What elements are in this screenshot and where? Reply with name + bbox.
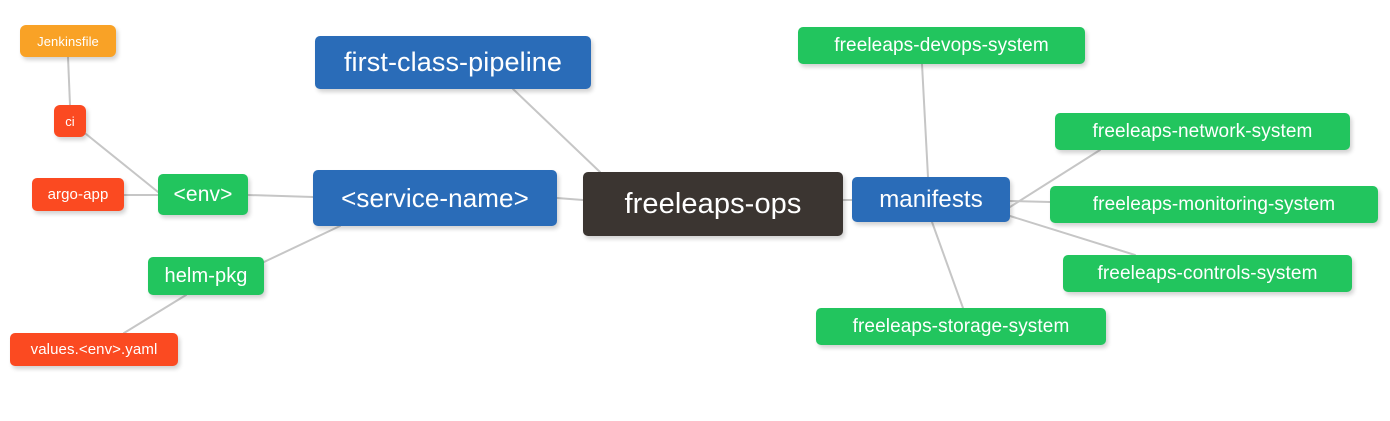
node-label-helm-pkg: helm-pkg [164, 265, 248, 287]
node-argo-app[interactable]: argo-app [32, 178, 124, 211]
node-env[interactable]: <env> [158, 174, 248, 215]
node-values-env-yaml[interactable]: values.<env>.yaml [10, 333, 178, 366]
node-freeleaps-monitoring-system[interactable]: freeleaps-monitoring-system [1050, 186, 1378, 223]
node-label-freeleaps-ops: freeleaps-ops [624, 187, 802, 220]
node-label-manifests: manifests [879, 185, 983, 213]
edge-service-name-to-freeleaps-ops [556, 197, 584, 201]
edge-helm-pkg-to-service-name [263, 225, 341, 263]
node-label-first-class-pipeline: first-class-pipeline [343, 47, 563, 77]
node-label-ci: ci [65, 113, 75, 129]
node-freeleaps-devops-system[interactable]: freeleaps-devops-system [798, 27, 1085, 64]
node-label-freeleaps-devops-system: freeleaps-devops-system [834, 35, 1049, 56]
node-freeleaps-controls-system[interactable]: freeleaps-controls-system [1063, 255, 1352, 292]
node-label-freeleaps-network-system: freeleaps-network-system [1092, 121, 1313, 142]
node-freeleaps-storage-system[interactable]: freeleaps-storage-system [816, 308, 1106, 345]
node-label-argo-app: argo-app [47, 186, 109, 203]
node-first-class-pipeline[interactable]: first-class-pipeline [315, 36, 591, 89]
node-jenkinsfile[interactable]: Jenkinsfile [20, 25, 116, 57]
edge-jenkinsfile-to-ci [67, 56, 71, 106]
edge-manifests-to-freeleaps-storage-system [931, 221, 964, 309]
node-service-name[interactable]: <service-name> [313, 170, 557, 226]
edge-env-to-service-name [247, 194, 314, 198]
node-label-freeleaps-controls-system: freeleaps-controls-system [1097, 263, 1318, 284]
node-label-values-env-yaml: values.<env>.yaml [30, 341, 158, 358]
edge-manifests-to-freeleaps-monitoring-system [1009, 200, 1051, 203]
node-helm-pkg[interactable]: helm-pkg [148, 257, 264, 295]
node-label-service-name: <service-name> [341, 183, 529, 213]
node-ci[interactable]: ci [54, 105, 86, 137]
node-label-freeleaps-monitoring-system: freeleaps-monitoring-system [1092, 194, 1336, 215]
edge-manifests-to-freeleaps-devops-system [921, 63, 929, 178]
edge-values-env-yaml-to-helm-pkg [123, 294, 187, 334]
node-label-jenkinsfile: Jenkinsfile [37, 33, 99, 49]
edge-first-class-pipeline-to-freeleaps-ops [512, 88, 601, 173]
node-freeleaps-ops[interactable]: freeleaps-ops [583, 172, 843, 236]
node-label-env: <env> [173, 183, 233, 206]
node-label-freeleaps-storage-system: freeleaps-storage-system [852, 316, 1070, 337]
node-manifests[interactable]: manifests [852, 177, 1010, 222]
node-freeleaps-network-system[interactable]: freeleaps-network-system [1055, 113, 1350, 150]
